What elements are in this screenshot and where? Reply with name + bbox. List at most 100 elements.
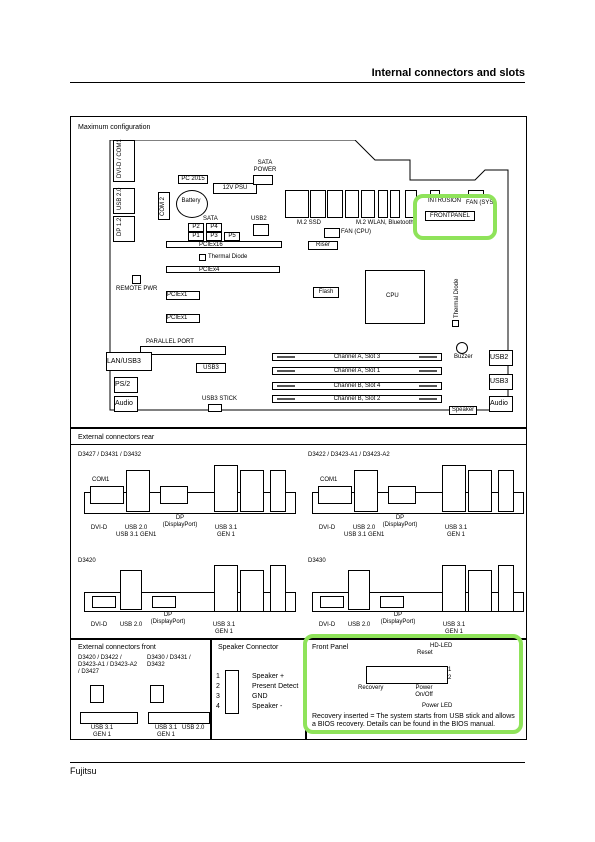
audio-rear-connector: Audio <box>114 396 138 412</box>
cpu-socket <box>365 270 425 324</box>
audio-front-connector: Audio <box>489 396 513 412</box>
buzzer <box>456 342 468 354</box>
speaker-pin-label: GND <box>252 693 268 700</box>
rear-p4-usb20: USB 2.0 <box>347 622 371 628</box>
fan-cpu-connector <box>324 228 340 238</box>
sata-p3: P3 <box>206 232 222 241</box>
front-usb20: USB 2.0 <box>182 725 205 731</box>
rear-p3-lan-usb <box>214 565 238 612</box>
footer-text: Fujitsu <box>70 766 97 776</box>
rear-p1-com: COM1 <box>92 477 110 483</box>
sata-power-label: SATA POWER <box>253 160 277 173</box>
thermal-diode-label-2: Thermal Diode <box>454 278 460 318</box>
rear-p1-usb31: USB 3.1 GEN1 <box>116 532 157 538</box>
speaker-pin-number: 1 <box>216 673 220 680</box>
dvi-com1-label: DVI-D / COM1 <box>117 139 123 178</box>
header-rule <box>70 82 525 83</box>
rear-p4-dvi-port <box>320 596 344 608</box>
rear-p1-audio <box>270 470 286 512</box>
front-title: External connectors front <box>78 644 156 651</box>
pin2-label: 2 <box>448 675 452 681</box>
parallel-port-label: PARALLEL PORT <box>146 339 194 345</box>
usb2-front-connector: USB2 <box>489 350 513 366</box>
m2-ssd-label: M.2 SSD <box>297 220 322 226</box>
rear-p1-com-port <box>90 486 124 504</box>
rear-p2-ps2 <box>468 470 492 512</box>
m2-slot-e <box>361 190 375 218</box>
rear-p3-title: D3420 <box>78 558 96 564</box>
m2-slot-c <box>327 190 343 218</box>
rear-p2-dp: DP (DisplayPort) <box>382 515 418 528</box>
fan-sys-label: FAN (SYS) <box>466 200 496 206</box>
speaker-pin-label: Speaker - <box>252 703 283 710</box>
rear-title: External connectors rear <box>78 434 155 441</box>
usb3-front-connector: USB3 <box>489 374 513 390</box>
rear-p3-usb20: USB 2.0 <box>119 622 143 628</box>
rear-p2-dvi: DVI-D <box>318 525 336 531</box>
front-usb-b <box>150 685 164 703</box>
remote-pwr-connector <box>132 275 141 284</box>
rear-p2-title: D3422 / D3423-A1 / D3423-A2 <box>308 452 390 458</box>
rear-p1-title: D3427 / D3431 / D3432 <box>78 452 142 458</box>
m2-wlan-label: M.2 WLAN, Bluetooth <box>356 220 414 226</box>
ps2-connector: PS/2 <box>114 377 138 393</box>
usb3-stick-connector <box>208 404 222 412</box>
usb3-stick-label: USB3 STICK <box>202 396 238 402</box>
speaker-title: Speaker Connector <box>218 644 279 651</box>
com2-connector <box>158 192 170 220</box>
front-col2: D3430 / D3431 / D3432 <box>147 655 191 668</box>
speaker-connector: Speaker <box>449 406 477 415</box>
sata-p4: P4 <box>206 223 222 232</box>
rear-p1-lan-usb <box>214 465 238 512</box>
intrusion-label: INTRUSION <box>428 198 461 204</box>
rear-p2-audio <box>498 470 514 512</box>
front-col1: D3420 / D3422 / D3423-A1 / D3423-A2 / D3… <box>78 655 138 675</box>
rear-p4-lan-usb <box>442 565 466 612</box>
rear-p3-ps2 <box>240 570 264 612</box>
rear-p4-title: D3430 <box>308 558 326 564</box>
frontpanel-header: FRONTPANEL <box>425 211 475 221</box>
max-config-title: Maximum configuration <box>78 124 151 131</box>
front-panel-header-pins <box>366 666 448 684</box>
front-io-b <box>148 712 210 724</box>
m2-slot-b <box>310 190 326 218</box>
speaker-connector-body <box>225 670 239 714</box>
rear-p2-usb31: USB 3.1 GEN1 <box>344 532 385 538</box>
front-panel-note: Recovery inserted = The system starts fr… <box>312 713 515 728</box>
rear-p1-dvi: DVI-D <box>90 525 108 531</box>
footer-rule <box>70 762 525 763</box>
rear-p3-usb31b: USB 3.1 GEN 1 <box>212 622 236 635</box>
rear-p1-usb-stack <box>126 470 150 512</box>
front-panel-highlight <box>303 634 523 734</box>
rear-p3-usb-stack <box>120 570 142 610</box>
dimm-channel-b-slot2: Channel B, Slot 2 <box>272 395 442 403</box>
front-usb31b: USB 3.1 GEN 1 <box>154 725 178 738</box>
rear-p2-usb20: USB 2.0 <box>352 525 376 531</box>
usb2-internal-label: USB2 <box>251 216 267 222</box>
sata-power-connector <box>253 175 273 185</box>
front-connectors-panel <box>70 638 212 740</box>
parallel-port <box>140 346 226 355</box>
fan-cpu-label: FAN (CPU) <box>341 229 371 235</box>
com2-label: COM 2 <box>160 196 166 216</box>
dvi-com1-connector <box>113 140 135 182</box>
power-led-label: Power LED <box>422 703 453 709</box>
m2-slot-g <box>390 190 400 218</box>
hdled-label: HD-LED <box>430 643 453 649</box>
rear-p4-dvi: DVI-D <box>318 622 336 628</box>
sata-p2: P2 <box>188 223 204 232</box>
sata-p5: P5 <box>224 232 240 241</box>
battery-label: Battery <box>181 198 201 204</box>
remote-pwr-label: REMOTE PWR <box>116 286 158 292</box>
front-usb31: USB 3.1 GEN 1 <box>90 725 114 738</box>
dimm-channel-a-slot3: Channel A, Slot 3 <box>272 353 442 361</box>
psu-connector: 12V PSU <box>213 183 257 194</box>
rear-p4-dp: DP (DisplayPort) <box>380 612 416 625</box>
cpu-label: CPU <box>386 293 399 299</box>
front-panel-title: Front Panel <box>312 644 349 651</box>
rear-p4-usb31b: USB 3.1 GEN 1 <box>442 622 466 635</box>
rear-p3-dp-port <box>152 596 176 608</box>
lan-usb3-connector: LAN/USB3 <box>106 352 152 371</box>
rear-p1-usb31b: USB 3.1 GEN 1 <box>214 525 238 538</box>
buzzer-label: Buzzer <box>454 354 473 360</box>
